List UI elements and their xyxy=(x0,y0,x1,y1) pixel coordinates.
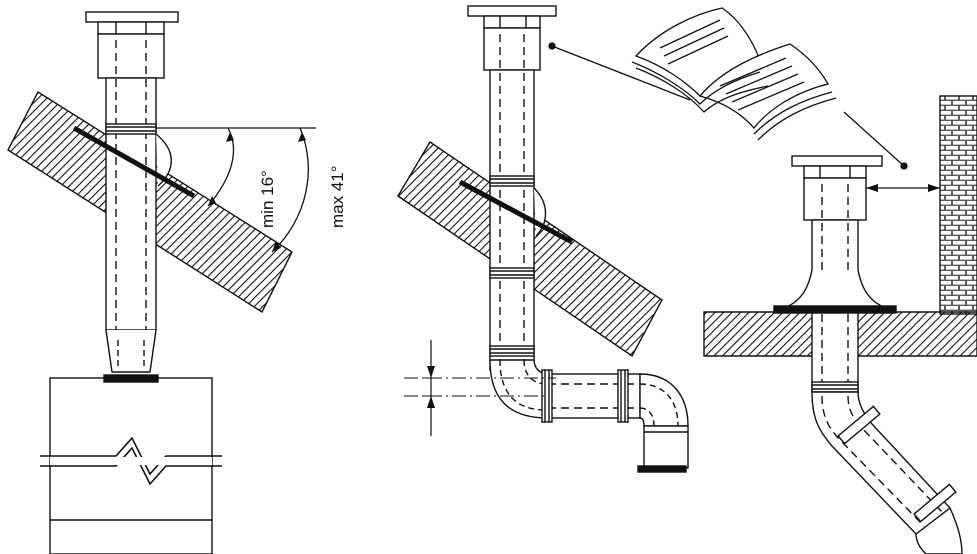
left-flashing-plate xyxy=(72,125,196,199)
right-terminal-body xyxy=(803,177,867,221)
right-flashing-plate xyxy=(773,305,897,314)
manual-book-icon xyxy=(631,7,837,141)
max-angle-arc xyxy=(271,127,309,253)
left-flue-pipe xyxy=(105,77,157,331)
left-installation xyxy=(7,11,316,554)
brick-wall xyxy=(939,95,977,315)
middle-installation xyxy=(397,5,689,473)
left-terminal-cap xyxy=(85,11,179,23)
middle-terminal-cap xyxy=(467,5,557,17)
manual-reference xyxy=(548,7,908,170)
middle-flashing-plate xyxy=(458,179,574,245)
middle-terminal-body xyxy=(483,27,541,71)
min-angle-label: min 16° xyxy=(258,170,277,228)
right-installation xyxy=(703,95,977,554)
right-terminal-cap xyxy=(791,155,883,167)
max-angle-label: max 41° xyxy=(328,165,347,228)
left-terminal-body xyxy=(97,33,165,79)
